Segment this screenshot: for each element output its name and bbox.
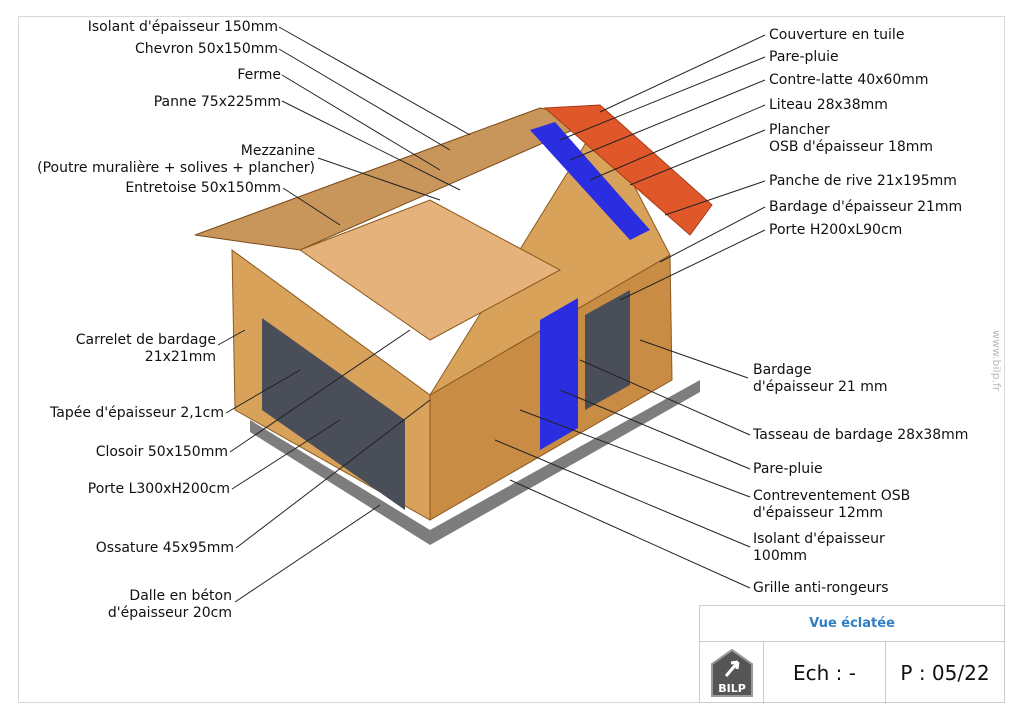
label-contreventement: Contreventement OSB <box>753 488 911 504</box>
label-mezzanine-detail: (Poutre muralière + solives + plancher) <box>37 160 315 176</box>
label-porte-small: Porte H200xL90cm <box>769 222 903 238</box>
label-bardage: Bardage <box>753 362 812 378</box>
title-block: Vue éclatée BILP Ech : - P : 05/22 <box>699 605 1005 704</box>
label-mezzanine: Mezzanine <box>240 143 315 159</box>
label-plancher: Plancher <box>769 122 830 138</box>
label-contre-latte: Contre-latte 40x60mm <box>769 72 929 88</box>
concrete-slab <box>250 380 700 545</box>
label-chevron: Chevron 50x150mm <box>135 41 278 57</box>
label-dalle: Dalle en béton <box>129 588 232 604</box>
label-pare-pluie-wall: Pare-pluie <box>753 461 823 477</box>
label-carrelet-size: 21x21mm <box>144 349 216 365</box>
label-isolant-100: Isolant d'épaisseur <box>753 531 885 547</box>
label-carrelet: Carrelet de bardage <box>75 332 216 348</box>
label-liteau: Liteau 28x38mm <box>769 97 888 113</box>
page-frame <box>18 16 1005 703</box>
watermark-url: www.bilp.fr <box>990 330 1003 392</box>
label-bardage-thickness: d'épaisseur 21 mm <box>753 379 888 395</box>
bilp-logo-icon: BILP <box>710 648 753 697</box>
label-ferme: Ferme <box>237 67 281 83</box>
small-door <box>585 290 630 410</box>
label-isolant-100-size: 100mm <box>753 548 807 564</box>
label-ossature: Ossature 45x95mm <box>95 540 234 556</box>
bilp-logo: BILP <box>700 642 764 704</box>
label-tasseau: Tasseau de bardage 28x38mm <box>753 427 969 443</box>
label-bardage-21mm: Bardage d'épaisseur 21mm <box>769 199 963 215</box>
label-panche: Panche de rive 21x195mm <box>769 173 957 189</box>
blue-membrane <box>540 298 578 450</box>
label-grille: Grille anti-rongeurs <box>753 580 889 596</box>
roof-membrane <box>530 122 650 240</box>
label-porte-large: Porte L300xH200cm <box>87 481 230 497</box>
label-dalle-thickness: d'épaisseur 20cm <box>107 605 232 621</box>
page-number: P : 05/22 <box>900 661 990 685</box>
leader-lines <box>217 26 766 603</box>
mezzanine <box>298 199 562 341</box>
label-contreventement-thickness: d'épaisseur 12mm <box>753 505 884 521</box>
view-title: Vue éclatée <box>700 606 1004 642</box>
label-isolant-150: Isolant d'épaisseur 150mm <box>87 19 278 35</box>
label-tapee: Tapée d'épaisseur 2,1cm <box>50 405 224 421</box>
label-panne: Panne 75x225mm <box>153 94 281 110</box>
label-closoir: Closoir 50x150mm <box>95 444 228 460</box>
label-entretoise: Entretoise 50x150mm <box>125 180 281 196</box>
label-pare-pluie-roof: Pare-pluie <box>769 49 839 65</box>
label-plancher-osb: OSB d'épaisseur 18mm <box>769 139 934 155</box>
scale-value: Ech : - <box>764 642 886 704</box>
svg-text:BILP: BILP <box>718 682 746 695</box>
label-couverture: Couverture en tuile <box>769 27 905 43</box>
large-door <box>262 318 405 510</box>
roof-tiles <box>543 104 713 236</box>
